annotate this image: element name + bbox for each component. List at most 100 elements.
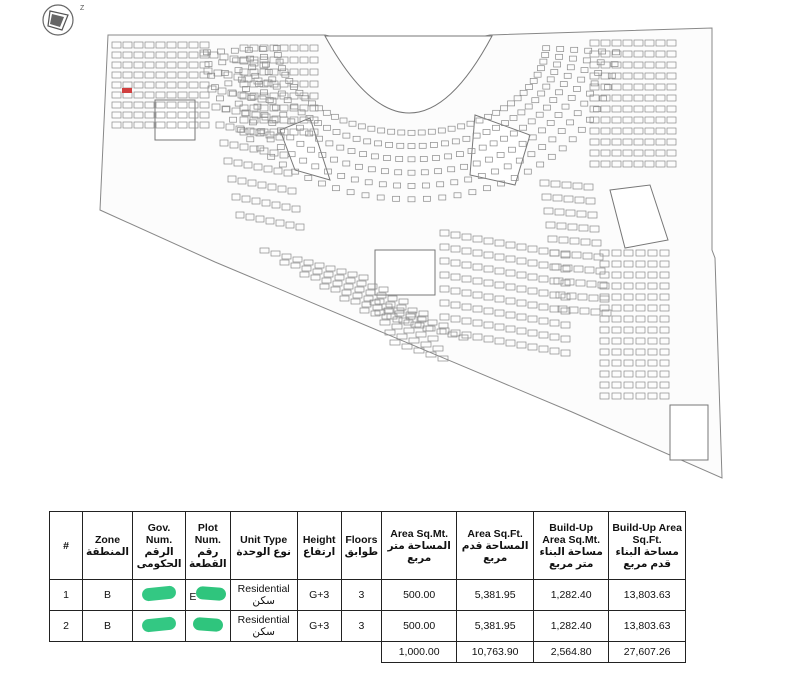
plot-block (278, 65, 286, 72)
plot-block (397, 129, 406, 136)
plot-block (647, 260, 658, 268)
plot-block (450, 273, 461, 281)
plot-block (439, 313, 450, 321)
plot-block (279, 111, 288, 118)
plot-block (389, 339, 401, 346)
plot-block (599, 326, 610, 334)
plot-block (611, 315, 622, 323)
plot-block (199, 121, 210, 129)
plot-block (359, 151, 367, 157)
plot-block (259, 68, 269, 76)
plot-block (266, 136, 275, 143)
plot-block (601, 309, 612, 317)
plot-block (527, 301, 538, 309)
plot-block (633, 61, 644, 69)
plot-block (287, 187, 297, 195)
plot-block (323, 271, 334, 278)
plot-block (599, 282, 610, 290)
plot-block (155, 81, 166, 89)
plot-block (623, 293, 634, 301)
plot-block (623, 348, 634, 356)
plot-block (257, 128, 266, 134)
plot-block (666, 50, 677, 58)
plot-block (352, 292, 363, 299)
plot-block (464, 176, 473, 183)
plot-block (371, 153, 379, 160)
plot-block (659, 271, 670, 279)
plot-block (144, 71, 155, 79)
plot-block (461, 289, 472, 297)
plot-block (505, 241, 516, 249)
plot-block (644, 116, 655, 124)
plot-block (285, 221, 295, 229)
site-plan: Z (42, 4, 723, 479)
plot-block (560, 279, 571, 287)
redaction-scribble (141, 616, 177, 633)
plot-block (155, 41, 166, 49)
plot-block (516, 271, 527, 279)
plot-block (223, 157, 233, 165)
plot-block (405, 311, 417, 318)
plot-block (271, 201, 281, 209)
plot-block (420, 169, 429, 176)
plot-block (299, 157, 308, 164)
plot-block (299, 128, 309, 136)
plot-block (525, 84, 533, 90)
plot-block (468, 189, 477, 196)
plot-block (505, 339, 516, 347)
plot-block (303, 259, 314, 266)
plot-block (345, 277, 356, 284)
col-header: Build-Up Area Sq.Mt.مساحة البناء متر مرب… (533, 511, 610, 580)
plot-block (538, 144, 547, 150)
plot-block (519, 89, 528, 96)
plot-block (576, 210, 587, 218)
plot-block (343, 283, 354, 290)
plot-block (394, 169, 403, 176)
plot-block (580, 100, 589, 107)
total-area-sqmt: 1,000.00 (381, 641, 458, 663)
plot-block (587, 211, 598, 219)
plot-block (188, 121, 199, 129)
svg-text:Z: Z (80, 5, 85, 12)
plot-block (374, 140, 382, 147)
plot-block (450, 179, 459, 186)
plot-block (265, 97, 274, 103)
plot-block (589, 94, 600, 102)
plot-block (272, 83, 281, 90)
plot-block (600, 83, 611, 91)
plot-block (560, 307, 571, 315)
plot-block (549, 263, 560, 271)
plot-block (633, 72, 644, 80)
plot-block (269, 128, 279, 136)
plot-block (376, 194, 385, 201)
redaction-scribble (192, 616, 224, 633)
plot-block (307, 146, 315, 153)
plot-block (270, 250, 281, 257)
plot-block (461, 275, 472, 283)
plot-block (319, 283, 330, 290)
plot-block (599, 271, 610, 279)
plot-block (595, 267, 606, 275)
plot-block (623, 370, 634, 378)
plot-block (364, 179, 373, 186)
plot-block (611, 293, 622, 301)
plot-block (133, 111, 144, 119)
plot-block (519, 124, 527, 131)
plot-block (369, 299, 381, 306)
plot-block (589, 116, 600, 124)
plot-block (633, 149, 644, 157)
plot-block (122, 121, 133, 129)
plot-block (220, 70, 229, 76)
plot-block (647, 348, 658, 356)
plot-block (458, 334, 469, 341)
plot-block (439, 327, 450, 335)
plot-block (361, 301, 372, 308)
plot-block (166, 101, 177, 109)
plot-block (549, 333, 560, 341)
plot-block (289, 56, 299, 64)
plot-block (379, 319, 391, 326)
plot-block (392, 316, 403, 323)
plot-block (611, 348, 622, 356)
plot-block (309, 68, 319, 76)
